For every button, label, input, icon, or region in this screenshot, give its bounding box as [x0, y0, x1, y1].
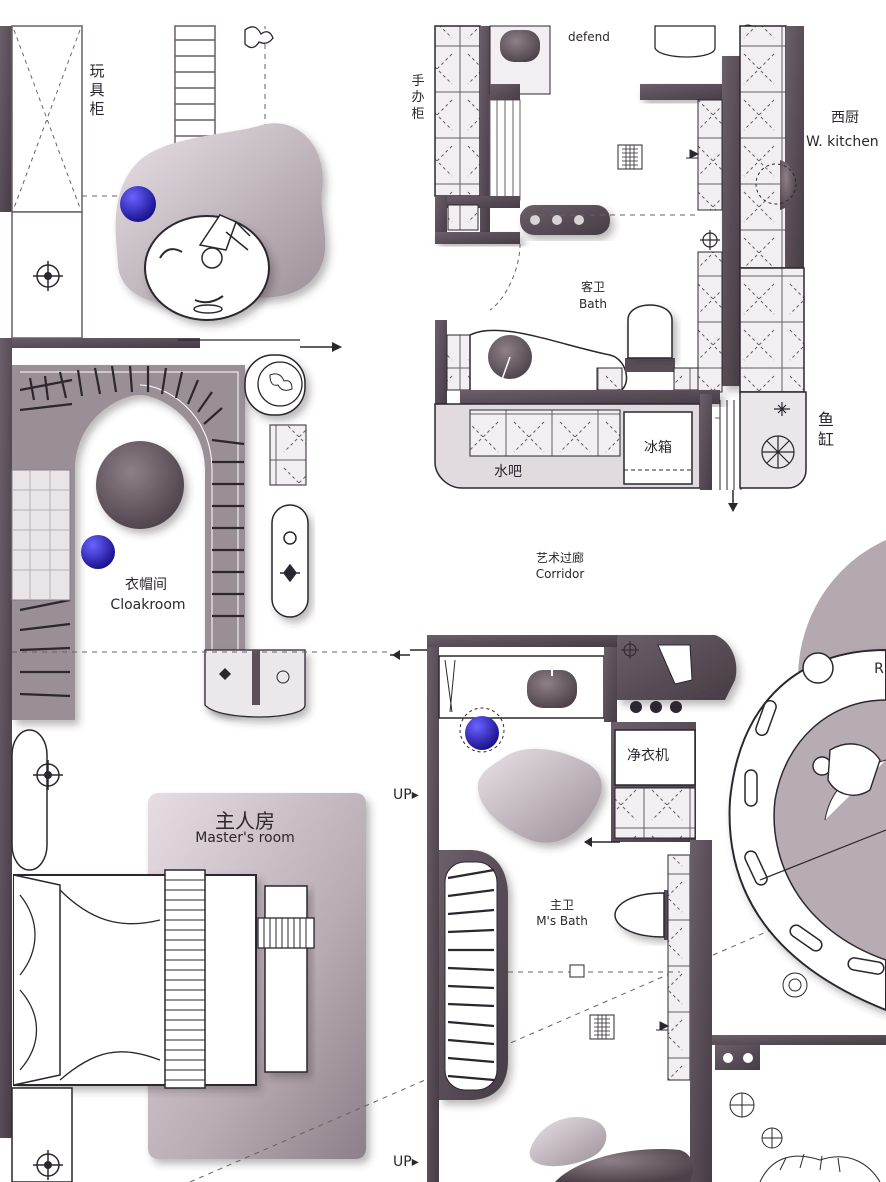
master-room-area: [11, 729, 886, 1182]
corridor-en-label: Corridor: [535, 567, 585, 581]
corridor-cn-label: 艺术过廊: [535, 551, 584, 565]
blue-marker: [120, 186, 156, 222]
floor-light-icon: [700, 230, 720, 250]
bath-rug: [477, 748, 602, 843]
plant-icon: [729, 1092, 881, 1182]
floor-light-icon: [621, 641, 639, 659]
guest-bath-cn-label: 客卫: [580, 280, 605, 294]
stair-up-label-2: UP▸: [393, 1154, 419, 1170]
master-bath-cn-label: 主卫: [549, 898, 574, 912]
washer-label: 净衣机: [627, 748, 669, 764]
cloakroom-en-label: Cloakroom: [110, 597, 186, 613]
west-kitchen-cn-label: 西厨: [831, 110, 859, 126]
blue-marker: [81, 535, 115, 569]
toilet: [625, 304, 675, 372]
fish-tank-label: 鱼缸: [817, 410, 834, 449]
guest-bath-block: [434, 24, 756, 512]
west-kitchen-area: [739, 25, 807, 489]
guest-bath-en-label: Bath: [579, 297, 607, 311]
fridge-label: 冰箱: [644, 440, 672, 456]
water-bar-label: 水吧: [494, 464, 522, 480]
master-bath-area: [427, 635, 886, 1182]
figure-cabinet-label: 手办柜: [411, 74, 425, 122]
master-room-en-label: Master's room: [195, 830, 295, 846]
stair-up-label-1: UP▸: [393, 787, 419, 803]
person-figure: [198, 214, 251, 269]
plant-icon: [761, 402, 795, 469]
blue-marker: [465, 716, 499, 750]
master-bath-en-label: M's Bath: [536, 914, 588, 928]
floor-light-icon: [33, 760, 63, 790]
hanger-rail: [19, 365, 245, 698]
cloakroom-cn-label: 衣帽间: [125, 577, 167, 593]
master-room-cn-label: 主人房: [215, 809, 275, 833]
floor-light-icon: [33, 1150, 63, 1180]
ottoman: [96, 441, 184, 529]
round-room: [728, 540, 886, 1012]
right-room-partial-label: R: [874, 661, 884, 677]
cloakroom-area: [0, 338, 410, 1138]
defend-label: defend: [568, 30, 610, 44]
toy-cabinet-label: 玩具柜: [89, 62, 105, 118]
west-kitchen-en-label: W. kitchen: [806, 134, 879, 150]
toy-area: [0, 25, 326, 348]
person-figure: [812, 743, 881, 796]
floor-light-icon: [33, 261, 63, 291]
